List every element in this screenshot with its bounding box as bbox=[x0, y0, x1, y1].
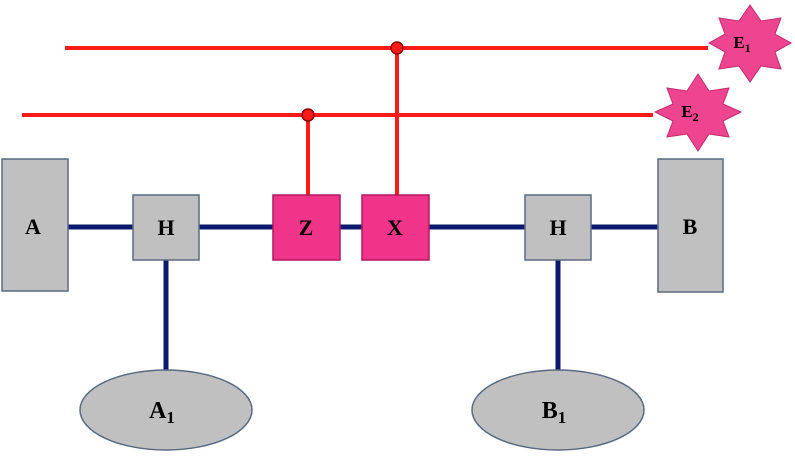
star-e1: E1 bbox=[707, 4, 793, 83]
node-h-right-box bbox=[524, 194, 592, 261]
red-lines bbox=[22, 41, 708, 195]
star-e2: E2 bbox=[653, 73, 743, 152]
node-a1: A1 bbox=[79, 369, 253, 451]
star-e1-subscript: 1 bbox=[745, 41, 751, 55]
node-b1-label: B bbox=[542, 398, 558, 424]
svg-text:B1: B1 bbox=[542, 398, 567, 427]
node-b-box bbox=[657, 158, 724, 293]
node-a1-label: A bbox=[149, 398, 167, 424]
node-a-label: A bbox=[25, 214, 41, 239]
node-x-box bbox=[361, 194, 430, 261]
star-e1-label: E bbox=[733, 33, 744, 52]
node-b-label: B bbox=[683, 214, 698, 239]
node-b: B bbox=[657, 158, 724, 293]
node-a1-subscript: 1 bbox=[166, 408, 175, 427]
node-h-right-label: H bbox=[549, 215, 566, 240]
svg-text:E2: E2 bbox=[681, 102, 698, 124]
junction-dot-x bbox=[390, 41, 404, 55]
links bbox=[68, 224, 658, 372]
star-e2-label: E bbox=[681, 102, 692, 121]
node-x-label: X bbox=[387, 215, 403, 240]
star-e1-shape bbox=[707, 4, 793, 83]
junction-dot-z bbox=[301, 108, 315, 122]
node-b1-subscript: 1 bbox=[558, 408, 567, 427]
node-z-box bbox=[272, 194, 341, 261]
node-z-label: Z bbox=[299, 215, 314, 240]
star-e2-shape bbox=[653, 73, 743, 152]
node-x: X bbox=[361, 194, 430, 261]
node-h-right: H bbox=[524, 194, 592, 261]
node-b1: B1 bbox=[471, 369, 645, 451]
node-z: Z bbox=[272, 194, 341, 261]
node-a-box bbox=[1, 158, 69, 292]
node-a1-ellipse bbox=[79, 369, 253, 451]
node-b1-ellipse bbox=[471, 369, 645, 451]
svg-text:E1: E1 bbox=[733, 33, 750, 55]
node-a: A bbox=[1, 158, 69, 292]
node-h-left-box bbox=[132, 194, 200, 261]
star-e2-subscript: 2 bbox=[693, 110, 699, 124]
node-h-left-label: H bbox=[157, 215, 174, 240]
node-h-left: H bbox=[132, 194, 200, 261]
svg-text:A1: A1 bbox=[149, 398, 175, 427]
